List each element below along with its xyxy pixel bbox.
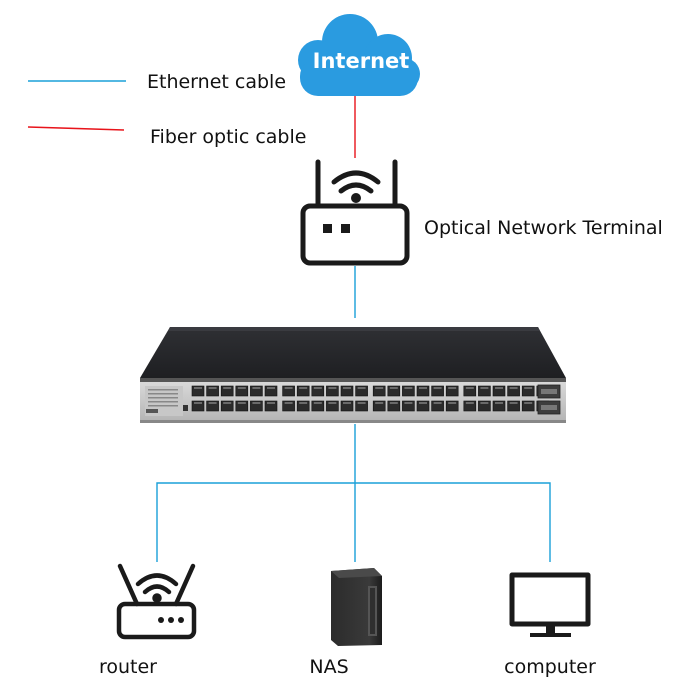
computer-label: computer xyxy=(504,656,596,678)
fiber-legend-label: Fiber optic cable xyxy=(150,126,306,148)
wifi-router-icon xyxy=(116,563,197,640)
network-switch-icon xyxy=(140,327,566,423)
internet-cloud: Internet xyxy=(298,14,420,96)
cables xyxy=(156,94,551,562)
ethernet-legend-label: Ethernet cable xyxy=(147,71,286,93)
ont-label: Optical Network Terminal xyxy=(424,217,663,239)
nas-tower-icon xyxy=(331,568,382,646)
monitor-icon xyxy=(509,572,591,637)
sfp-ports xyxy=(537,384,561,415)
nas-label: NAS xyxy=(309,656,348,678)
internet-label: Internet xyxy=(313,49,410,73)
cloud-icon xyxy=(298,14,420,96)
router-label: router xyxy=(99,656,157,678)
ethernet-cable-branch xyxy=(156,482,551,562)
fiber-legend-line xyxy=(27,126,125,131)
ont-router-icon xyxy=(300,159,410,266)
switch-ports xyxy=(191,385,550,412)
legend: Ethernet cable Fiber optic cable xyxy=(27,71,306,148)
